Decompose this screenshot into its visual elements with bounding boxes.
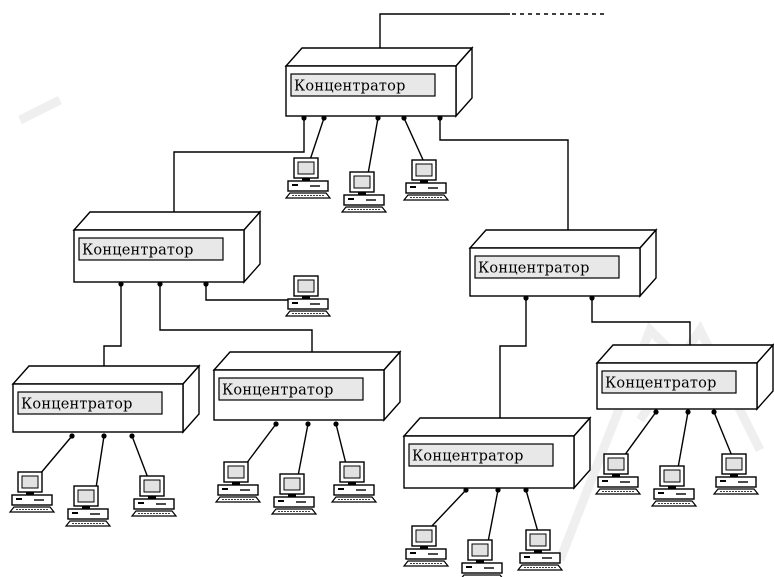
port-dot: [495, 487, 501, 493]
port-dot: [273, 421, 279, 427]
computer-icon: [594, 453, 642, 495]
computer-cable: [367, 117, 379, 175]
computer-cable: [677, 411, 689, 469]
computer-cable: [403, 117, 425, 163]
hub-label: Концентратор: [478, 261, 590, 277]
port-dot: [523, 295, 529, 301]
hub-left: Концентратор: [72, 210, 262, 284]
hub-root: Концентратор: [284, 46, 474, 118]
hub-right: Концентратор: [468, 228, 658, 298]
computer-icon: [284, 157, 332, 199]
hubs-layer: КонцентраторКонцентраторКонцентраторКонц…: [11, 46, 774, 490]
computer-cable: [623, 411, 657, 457]
computer-cable: [487, 489, 499, 543]
hub-label: Концентратор: [82, 243, 194, 259]
hub-left-left: Концентратор: [11, 364, 201, 434]
computer-icon: [650, 465, 698, 507]
hub-label: Концентратор: [294, 79, 406, 95]
computer-icon: [516, 529, 564, 571]
hub-icon: [212, 351, 402, 371]
hub-link-line: [205, 282, 290, 301]
port-dot: [101, 433, 107, 439]
hub-icon: [402, 417, 592, 437]
computer-cable: [39, 435, 73, 475]
port-dot: [129, 433, 135, 439]
hub-link-line: [103, 282, 122, 378]
computer-icon: [64, 485, 112, 527]
hub-label: Концентратор: [412, 449, 524, 465]
computer-cable: [297, 423, 309, 477]
connection-lines: [39, 13, 733, 543]
computer-icon: [330, 461, 378, 503]
hub-label: Концентратор: [605, 376, 717, 392]
hub-link-line: [379, 13, 510, 58]
computer-icon: [284, 275, 332, 317]
hub-link-line: [499, 296, 527, 430]
hub-icon: [595, 344, 774, 364]
hub-label: Концентратор: [21, 397, 133, 413]
port-dot: [305, 421, 311, 427]
computer-icon: [8, 471, 56, 513]
port-dot: [118, 281, 124, 287]
hub-left-right: Концентратор: [212, 350, 402, 422]
computer-cable: [95, 435, 105, 489]
hub-link-line: [159, 282, 313, 364]
hub-link-line: [591, 296, 691, 357]
hub-link-line: [173, 116, 305, 224]
hub-icon: [72, 211, 262, 231]
computer-cable: [309, 117, 325, 161]
hub-icon: [468, 229, 658, 249]
port-dot: [69, 433, 75, 439]
port-dot: [685, 409, 691, 415]
port-dot: [523, 487, 529, 493]
hub-right-right: Концентратор: [595, 343, 774, 411]
hub-label: Концентратор: [222, 383, 334, 399]
port-dot: [333, 421, 339, 427]
computer-icon: [402, 159, 450, 201]
computer-icon: [130, 475, 178, 517]
port-dot: [463, 487, 469, 493]
hub-icon: [11, 365, 201, 385]
computer-icon: [340, 171, 388, 213]
hub-icon: [284, 47, 474, 67]
computer-cable: [713, 411, 733, 457]
port-dot: [157, 281, 163, 287]
port-dot: [653, 409, 659, 415]
computer-icon: [270, 473, 318, 515]
computer-cable: [335, 423, 347, 465]
computer-icon: [214, 461, 262, 503]
computer-icon: [461, 539, 503, 577]
computers-layer: [8, 157, 760, 577]
computer-cable: [245, 423, 277, 465]
port-dot: [589, 295, 595, 301]
computer-cable: [131, 435, 149, 479]
computer-icon: [402, 525, 450, 567]
computer-cable: [525, 489, 539, 533]
port-dot: [711, 409, 717, 415]
hub-right-left: Концентратор: [402, 416, 592, 490]
computer-icon: [712, 453, 760, 495]
hub-link-line: [439, 116, 569, 242]
computer-cable: [429, 489, 467, 529]
watermark: [17, 95, 765, 562]
port-dot: [203, 281, 209, 287]
